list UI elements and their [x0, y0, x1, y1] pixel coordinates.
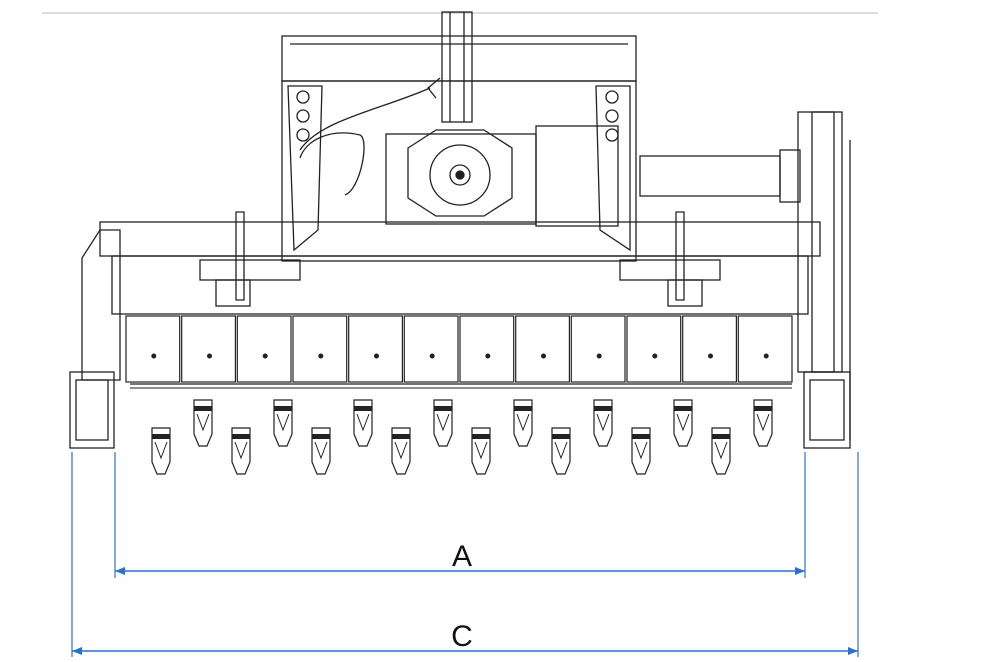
flail-blades [151, 399, 773, 475]
flail-blade [753, 399, 773, 447]
flail-blade [513, 399, 533, 447]
dimension-a-arrow-left [115, 567, 125, 575]
dimension-c-label: C [451, 620, 473, 653]
cover-panel [292, 315, 348, 383]
panel-bolt [429, 353, 435, 359]
cover-panel [737, 315, 793, 383]
flail-blade [593, 399, 613, 447]
main-housing [99, 211, 821, 315]
panel-bolt [318, 353, 324, 359]
left-side-plate [69, 229, 121, 449]
dimension-a-label: A [452, 540, 472, 573]
panel-bolt [708, 353, 713, 359]
cover-panel [570, 315, 626, 383]
dimension-a-arrow-right [795, 567, 805, 575]
flail-blade [471, 427, 491, 475]
right-side-plate [797, 111, 851, 449]
flail-blade [433, 399, 453, 447]
hitch-frame [281, 35, 637, 262]
cover-panel [459, 315, 515, 383]
flail-blade [673, 399, 693, 447]
flail-blade [551, 427, 571, 475]
panel-bolt [262, 353, 268, 359]
panel-bolt [596, 353, 602, 359]
rotor-shaft [130, 383, 792, 389]
cover-panels [125, 315, 793, 383]
flail-blade [391, 427, 411, 475]
panel-bolt [541, 353, 546, 359]
panel-bolt [207, 353, 212, 359]
cover-panel [348, 315, 404, 383]
panel-bolt [763, 353, 769, 359]
cover-panel [626, 315, 682, 383]
dimension-c: C [71, 452, 859, 657]
cover-panel [125, 315, 181, 383]
dimension-c-arrow-left [72, 647, 82, 655]
flail-blade [311, 427, 331, 475]
panel-bolt [151, 353, 157, 359]
dimension-a: A [114, 452, 806, 578]
flail-blade [231, 427, 251, 475]
gearbox [385, 125, 801, 227]
flail-blade [193, 399, 213, 447]
flail-blade [273, 399, 293, 447]
dimension-c-arrow-right [848, 647, 858, 655]
flail-blade [151, 427, 171, 475]
panel-bolt [374, 353, 379, 359]
top-link-shaft [299, 11, 473, 196]
flail-blade [631, 427, 651, 475]
cover-panel [181, 315, 236, 383]
cover-panel [682, 315, 738, 383]
flail-blade [711, 427, 731, 475]
cover-panel [236, 315, 292, 383]
cover-panel [403, 315, 459, 383]
cover-panel [515, 315, 571, 383]
panel-bolt [485, 353, 491, 359]
flail-blade [353, 399, 373, 447]
panel-bolt [652, 353, 658, 359]
